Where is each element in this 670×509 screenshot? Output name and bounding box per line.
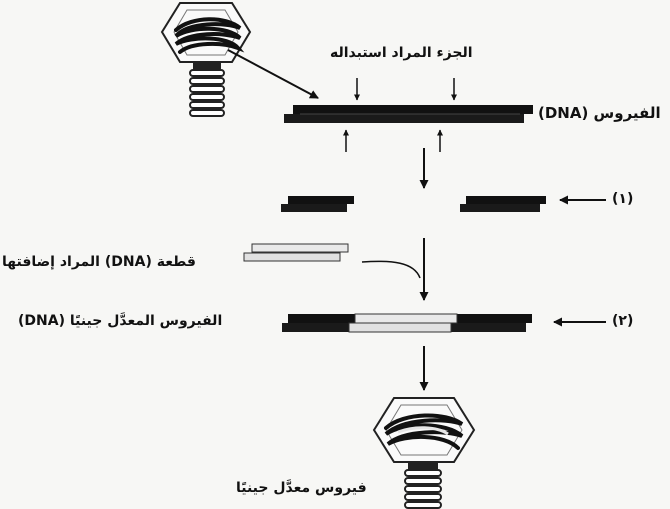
- label-step-2: (٢): [612, 313, 634, 329]
- label-virus-dna: (DNA) الفيروس: [538, 104, 661, 122]
- label-modified-virus: فيروس معدَّل جينيًا: [236, 480, 367, 496]
- label-part-to-replace: الجزء المراد استبداله: [330, 45, 473, 61]
- virus-bottom-icon: [372, 397, 476, 509]
- dna-fragment-left: [281, 196, 354, 212]
- label-modified-virus-dna: (DNA) الفيروس المعدَّل جينيًا: [18, 313, 223, 329]
- virus-dna-strand: [284, 105, 533, 123]
- insert-curve-arrow: [361, 260, 421, 279]
- virus-to-dna-arrow: [227, 49, 319, 99]
- modified-virus-dna-strand: [282, 313, 532, 333]
- virus-top-icon: [160, 2, 252, 117]
- label-dna-to-add: قطعة (DNA) المراد إضافتها: [2, 254, 196, 270]
- label-step-1: (١): [612, 191, 634, 207]
- dna-fragment-right: [460, 196, 546, 212]
- dna-insert-piece: [243, 243, 349, 262]
